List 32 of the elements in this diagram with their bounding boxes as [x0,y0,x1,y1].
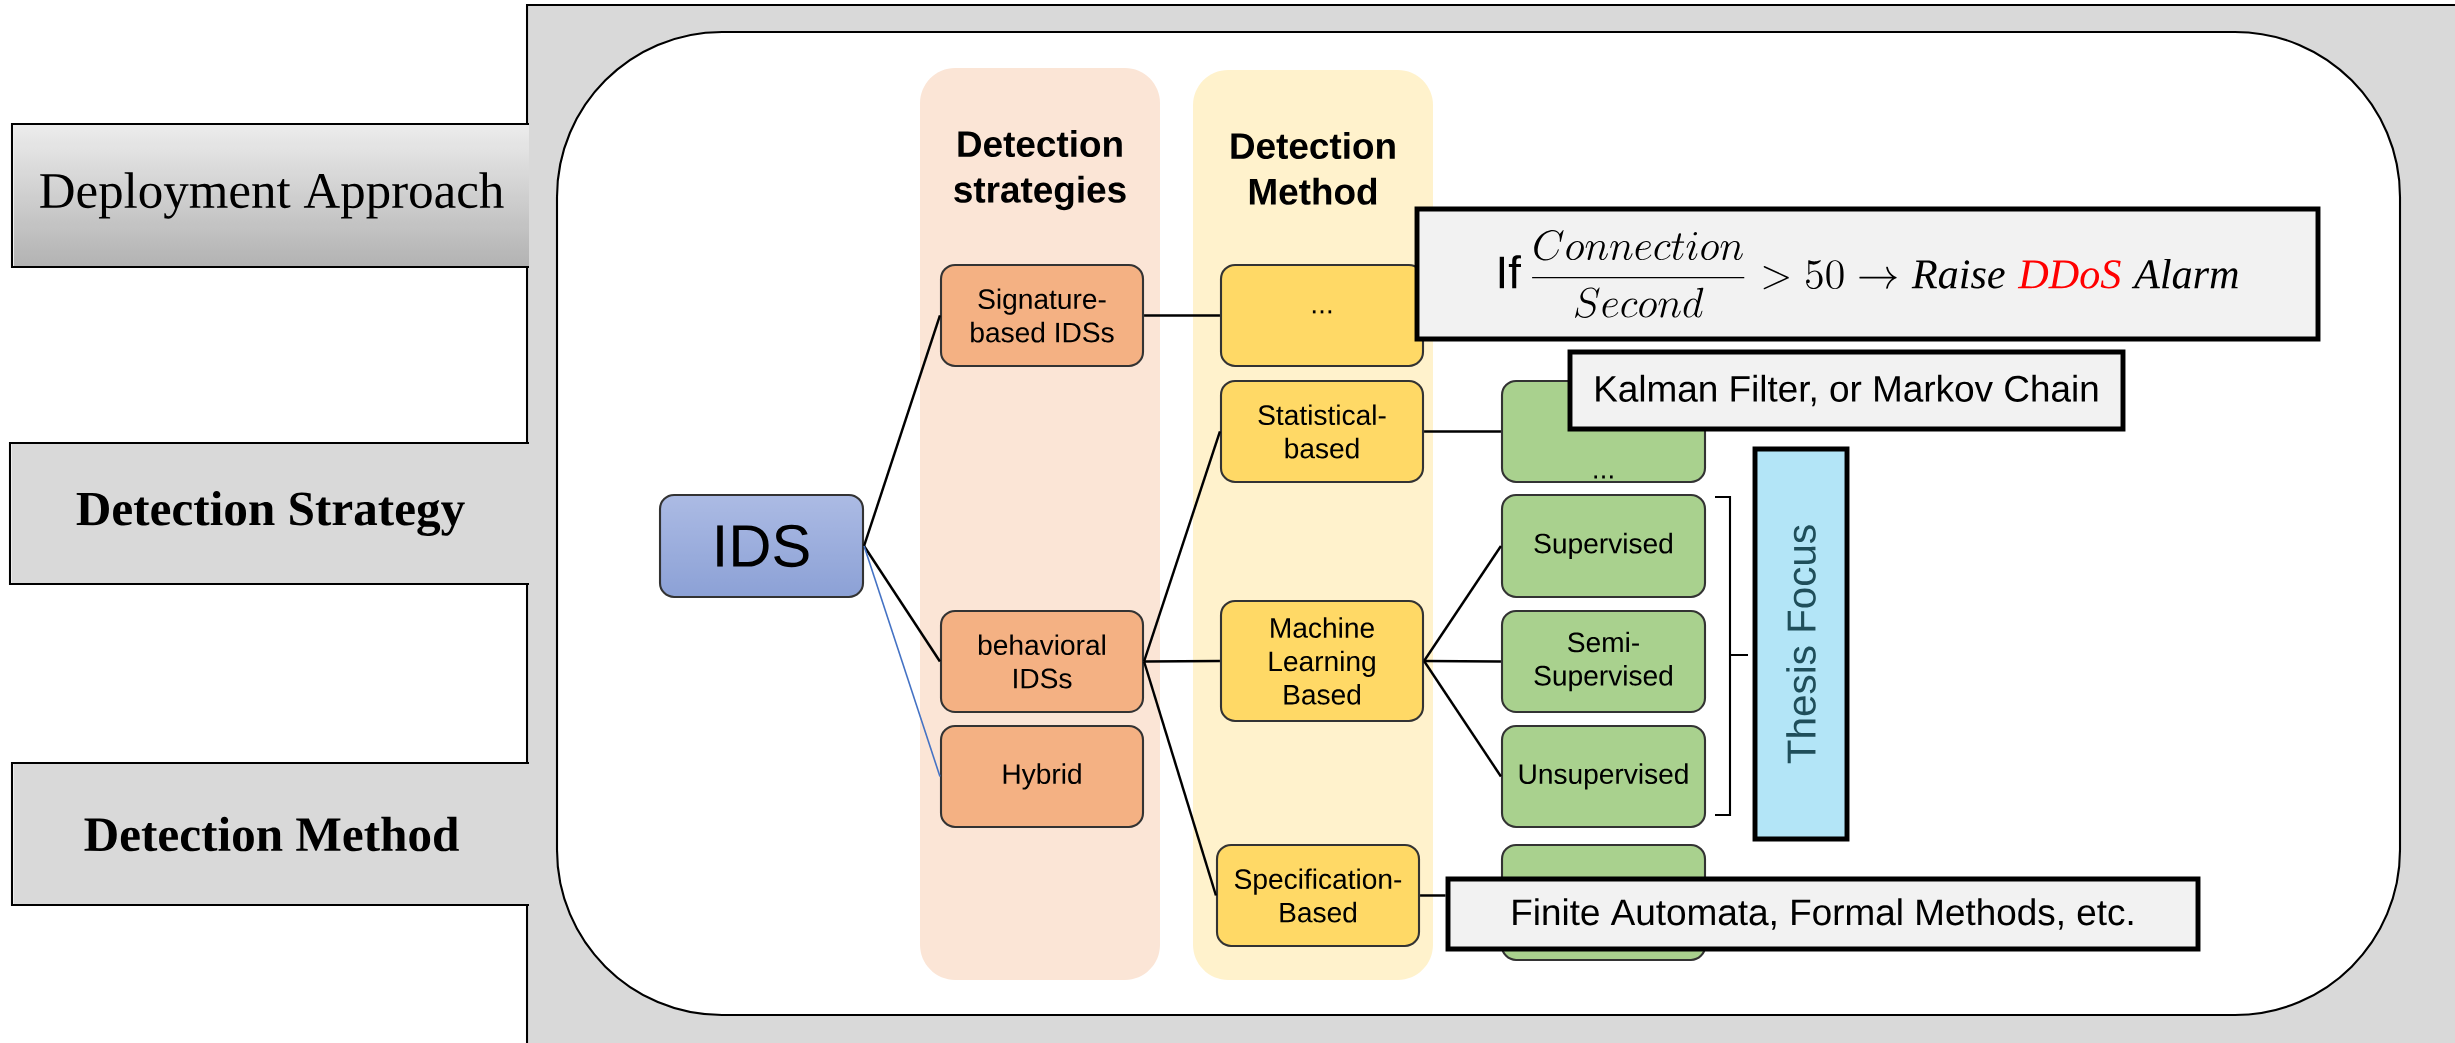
connector-line [863,545,941,663]
side-tab: Detection Strategy [8,441,529,586]
connector-line [1142,431,1222,662]
process-box: Hybrid [939,724,1145,829]
connector-line [863,545,941,778]
callout-box: $\mathrm{If}\,\frac{Connection}{Second} > 50 \rightarrow$ Raise DDoS Alarm [1414,206,2321,342]
connector-line [1424,659,1501,663]
process-box: Semi-Supervised [1500,609,1707,714]
process-box: Specification-Based [1215,843,1421,948]
connector-line [1142,661,1218,896]
side-tab: Detection Method [10,761,529,907]
process-box: Machine Learning Based [1219,599,1425,723]
process-box: IDS [658,493,865,599]
process-box: ... [1219,263,1425,368]
callout-box: Kalman Filter, or Markov Chain [1567,349,2126,432]
connector-line [1423,545,1502,662]
focus-bar: Thesis Focus [1752,446,1850,842]
callout-box: Finite Automata, Formal Methods, etc. [1445,876,2201,952]
side-tab: Deployment Approach [10,122,529,269]
node-label: Detection Method [84,816,459,852]
connector-line [1424,430,1501,433]
connector-line [1144,314,1220,317]
connector-line [1423,660,1502,778]
process-box: Statistical-based [1219,379,1425,484]
process-box: Supervised [1500,493,1707,599]
process-box: behavioral IDSs [939,609,1145,714]
process-box: Unsupervised [1500,724,1707,829]
connector-line [1420,894,1446,897]
node-label: Detection Strategy [76,490,465,536]
process-box: Signature-based IDSs [939,263,1145,368]
connector-line [1144,659,1220,663]
connector-line [862,315,942,547]
